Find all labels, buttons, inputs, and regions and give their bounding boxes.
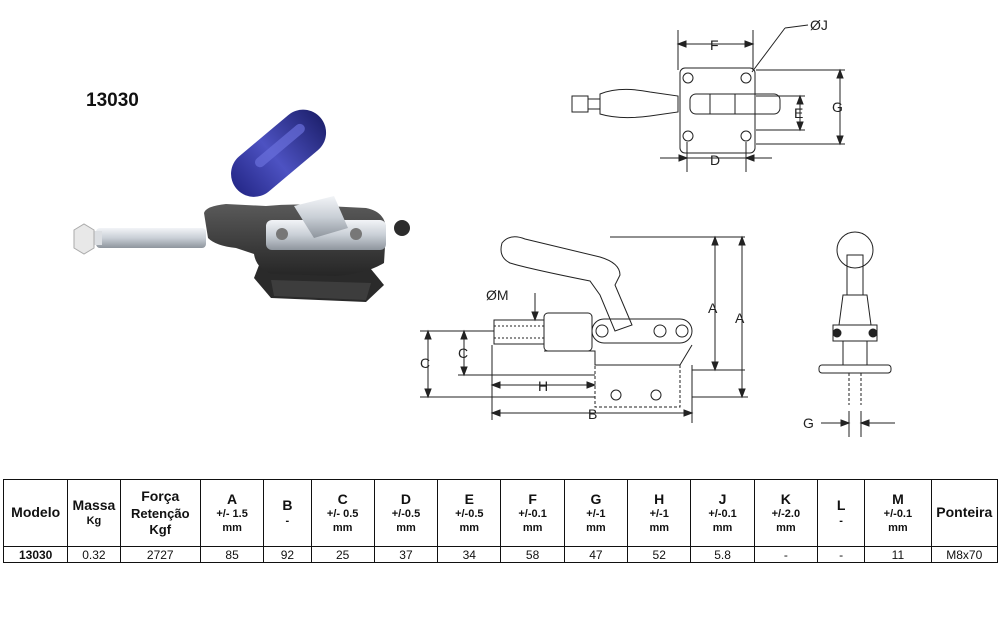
dim-C2: C	[458, 345, 468, 361]
cell-massa: 0.32	[67, 546, 121, 563]
cell-c: 25	[310, 546, 375, 563]
side-view-drawing: ØM A A C C H B	[420, 235, 748, 423]
cell-g: 47	[563, 546, 629, 563]
header-modelo: Modelo	[2, 479, 69, 547]
dim-A1: A	[708, 300, 718, 316]
cell-modelo: 13030	[2, 546, 69, 563]
side-handle	[500, 236, 633, 332]
lever-arm	[294, 196, 348, 238]
cell-e: 34	[437, 546, 502, 563]
dim-J: ØJ	[810, 17, 828, 33]
cell-m: 11	[864, 546, 932, 563]
header-f: F+/-0.1 mm	[500, 479, 565, 547]
cell-forca: 2727	[119, 546, 201, 563]
header-h: H+/-1 mm	[627, 479, 692, 547]
cell-h: 52	[627, 546, 692, 563]
dim-G: G	[832, 99, 843, 115]
cell-l: -	[816, 546, 866, 563]
linkage	[266, 220, 386, 250]
top-plate	[679, 67, 756, 154]
cell-b: 92	[263, 546, 312, 563]
dim-G-end: G	[803, 415, 814, 431]
header-k: K+/-2.0 mm	[753, 479, 819, 547]
header-c: C+/- 0.5 mm	[310, 479, 375, 547]
plunger	[96, 228, 206, 248]
cell-d: 37	[373, 546, 439, 563]
header-ponteira: Ponteira	[930, 479, 999, 547]
dim-H: H	[538, 378, 548, 394]
cell-a: 85	[199, 546, 265, 563]
header-b: B-	[263, 479, 312, 547]
header-m: M+/-0.1 mm	[864, 479, 932, 547]
cell-j: 5.8	[690, 546, 755, 563]
header-a: A+/- 1.5 mm	[199, 479, 265, 547]
end-view-drawing: G	[803, 231, 895, 437]
cell-f: 58	[500, 546, 565, 563]
dim-D: D	[710, 152, 720, 168]
cell-ponteira: M8x70	[930, 546, 999, 563]
tip-nut	[73, 223, 95, 255]
header-g: G+/-1 mm	[563, 479, 629, 547]
model-title: 13030	[86, 90, 139, 111]
header-j: J+/-0.1 mm	[690, 479, 755, 547]
cell-k: -	[753, 546, 819, 563]
dim-E: E	[794, 105, 803, 121]
dim-B: B	[588, 406, 597, 422]
header-e: E+/-0.5 mm	[437, 479, 502, 547]
dim-F: F	[710, 37, 719, 53]
product-photo	[73, 109, 410, 302]
top-view-drawing: F ØJ E G D	[571, 17, 845, 172]
dim-M: ØM	[486, 287, 509, 303]
dim-A2: A	[735, 310, 745, 326]
table-row: 13030 0.32 2727 85 92 25 37 34 58 47 52 …	[2, 546, 999, 563]
header-l: L-	[816, 479, 866, 547]
header-d: D+/-0.5 mm	[373, 479, 439, 547]
dim-C1: C	[420, 355, 430, 371]
